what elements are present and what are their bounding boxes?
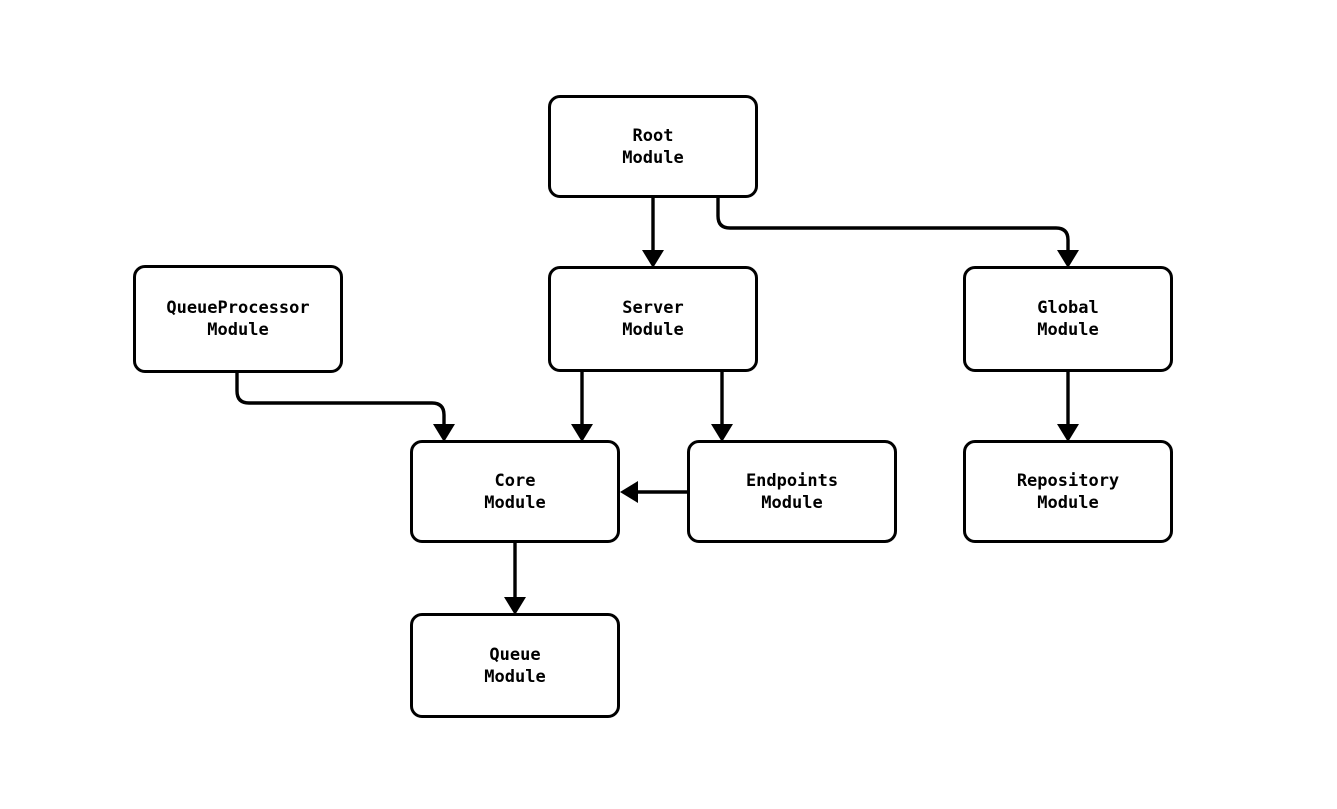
arrowhead-left — [620, 481, 638, 503]
node-queueprocessor[interactable]: QueueProcessor Module — [133, 265, 343, 373]
arrowhead-down — [433, 424, 455, 442]
edge-server-to-endpoints — [711, 372, 733, 442]
arrowhead-down — [1057, 424, 1079, 442]
node-queue-label: Queue Module — [484, 644, 546, 687]
node-global[interactable]: Global Module — [963, 266, 1173, 372]
edge-root-to-server — [642, 198, 664, 268]
edge-root-to-global — [716, 198, 1079, 268]
node-global-label: Global Module — [1037, 298, 1099, 340]
node-server-label: Server Module — [622, 298, 684, 340]
node-queue[interactable]: Queue Module — [410, 613, 620, 718]
edge-core-to-queue — [504, 543, 526, 615]
node-endpoints[interactable]: Endpoints Module — [687, 440, 897, 543]
arrowhead-down — [571, 424, 593, 442]
node-root-label: Root Module — [622, 125, 684, 168]
arrowhead-down — [711, 424, 733, 442]
node-root[interactable]: Root Module — [548, 95, 758, 198]
edge-queueprocessor-to-core — [235, 373, 455, 442]
arrowhead-down — [642, 250, 664, 268]
edge-server-to-core — [571, 372, 593, 442]
node-queueprocessor-label: QueueProcessor Module — [166, 298, 310, 340]
node-server[interactable]: Server Module — [548, 266, 758, 372]
arrowhead-down — [1057, 250, 1079, 268]
node-repository[interactable]: Repository Module — [963, 440, 1173, 543]
node-repository-label: Repository Module — [1016, 470, 1120, 513]
node-core[interactable]: Core Module — [410, 440, 620, 543]
arrowhead-down — [504, 597, 526, 615]
node-core-label: Core Module — [484, 470, 546, 513]
edge-endpoints-to-core — [620, 481, 689, 503]
node-endpoints-label: Endpoints Module — [745, 470, 839, 513]
edge-global-to-repository — [1057, 372, 1079, 442]
